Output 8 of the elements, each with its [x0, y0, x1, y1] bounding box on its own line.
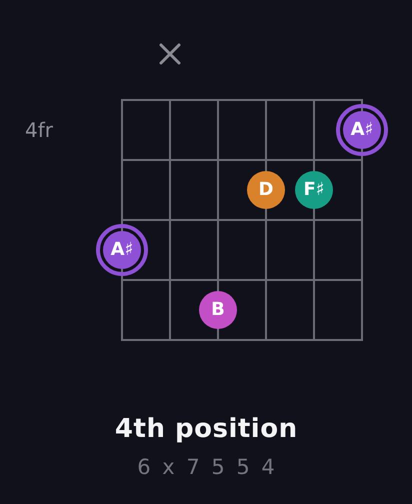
- note-dot: D: [247, 171, 285, 209]
- fingering-caption: 6 x 7 5 5 4: [136, 455, 278, 479]
- note-dot: F♯: [295, 171, 333, 209]
- fret-number-label: 4fr: [25, 120, 53, 140]
- root-note-dot: A♯: [336, 104, 388, 156]
- note-dot: B: [199, 291, 237, 329]
- root-note-dot: A♯: [96, 224, 148, 276]
- chord-title: 4th position: [114, 414, 298, 444]
